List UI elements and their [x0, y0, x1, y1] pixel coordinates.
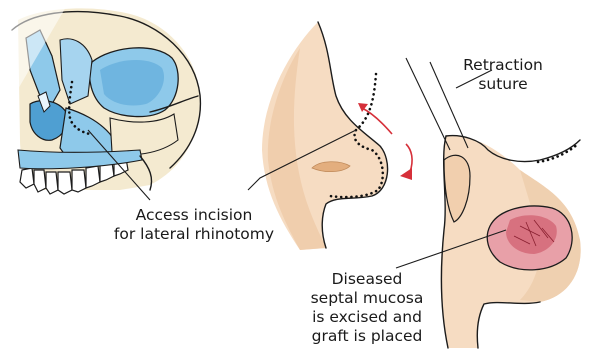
retraction-suture-line-2: suture	[455, 75, 551, 94]
access-incision-line-1: Access incision	[106, 206, 282, 225]
access-incision-label: Access incision for lateral rhinotomy	[106, 206, 282, 244]
diseased-mucosa-line-3: is excised and	[292, 308, 442, 327]
skull-illustration	[0, 0, 200, 194]
access-incision-line-2: for lateral rhinotomy	[106, 225, 282, 244]
diseased-mucosa-line-2: septal mucosa	[292, 289, 442, 308]
diseased-mucosa-label: Diseased septal mucosa is excised and gr…	[292, 270, 442, 346]
retraction-suture-line-1: Retraction	[455, 56, 551, 75]
diseased-mucosa-line-1: Diseased	[292, 270, 442, 289]
retraction-suture-label: Retraction suture	[455, 56, 551, 94]
diseased-mucosa-line-4: graft is placed	[292, 327, 442, 346]
curved-arrow-icon	[400, 168, 412, 180]
nose-profile-illustration	[262, 22, 412, 250]
